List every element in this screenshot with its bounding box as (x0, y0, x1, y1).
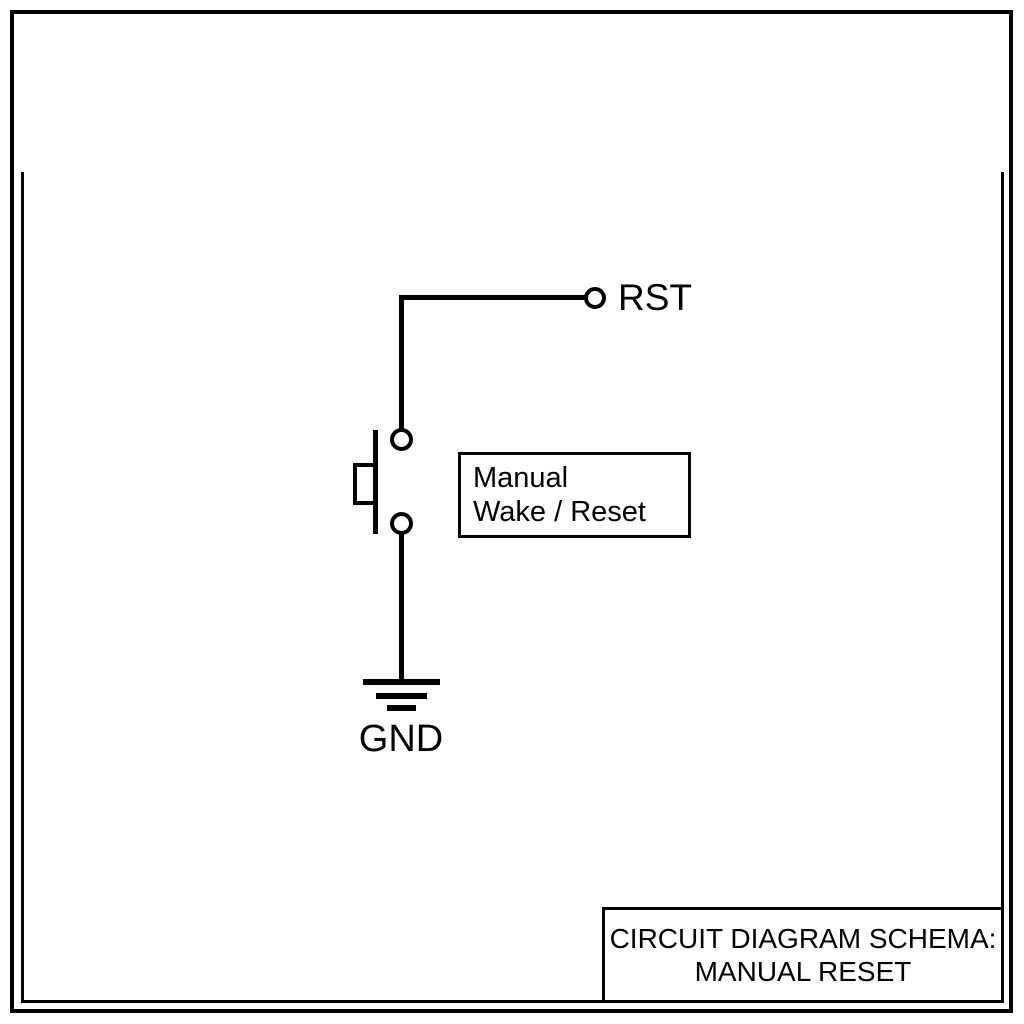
wire-rst-horizontal (399, 295, 586, 300)
component-label-box: Manual Wake / Reset (458, 452, 691, 538)
wire-gnd-vertical (399, 534, 404, 683)
title-block-line1: CIRCUIT DIAGRAM SCHEMA: (609, 923, 997, 954)
title-block: CIRCUIT DIAGRAM SCHEMA: MANUAL RESET (602, 907, 1004, 1003)
rst-terminal-circle-icon (584, 287, 606, 309)
ground-bar-top (363, 679, 440, 685)
switch-bottom-contact-circle (390, 512, 413, 535)
ground-bar-middle (376, 693, 427, 699)
switch-actuator-bar (373, 430, 378, 534)
switch-button-bracket (353, 463, 378, 505)
page-outer-border (10, 10, 1013, 1013)
component-label-line1: Manual (473, 462, 569, 494)
ground-bar-bottom (387, 705, 416, 711)
switch-top-contact-circle (390, 428, 413, 451)
gnd-net-label: GND (358, 718, 444, 760)
wire-rst-vertical (399, 295, 404, 429)
title-block-line2: MANUAL RESET (694, 956, 912, 987)
component-label-line2: Wake / Reset (473, 496, 646, 528)
rst-net-label: RST (618, 277, 692, 318)
page-inner-border (21, 172, 1004, 1003)
